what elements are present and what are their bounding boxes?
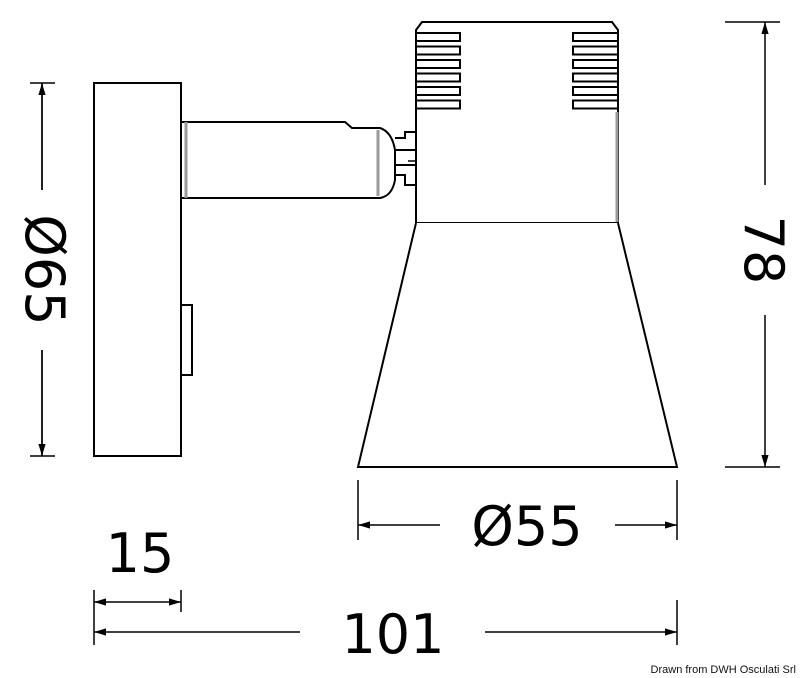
fin: [572, 72, 619, 83]
fin: [572, 45, 619, 56]
arm: [180, 121, 396, 199]
fin: [415, 99, 461, 110]
wall-plate: [93, 82, 182, 457]
dim-height: 78: [732, 216, 795, 285]
fin: [572, 86, 619, 96]
credit-text: Drawn from DWH Osculati Srl: [650, 664, 796, 676]
dim-total-length: 101: [341, 603, 444, 666]
fin: [572, 59, 619, 69]
fin: [415, 86, 461, 96]
dim-base-diameter: Ø65: [13, 214, 76, 325]
fin: [415, 45, 461, 56]
switch: [180, 304, 193, 376]
joint: [395, 131, 416, 186]
cooling-fins: [415, 32, 619, 110]
lamp-cone: [356, 222, 679, 468]
dim-cone-diameter: Ø55: [471, 495, 582, 558]
dim-base-depth: 15: [106, 522, 175, 585]
fin: [415, 59, 461, 69]
fin: [572, 32, 619, 42]
fin: [572, 99, 619, 110]
fin: [415, 72, 461, 83]
fin: [415, 32, 461, 42]
